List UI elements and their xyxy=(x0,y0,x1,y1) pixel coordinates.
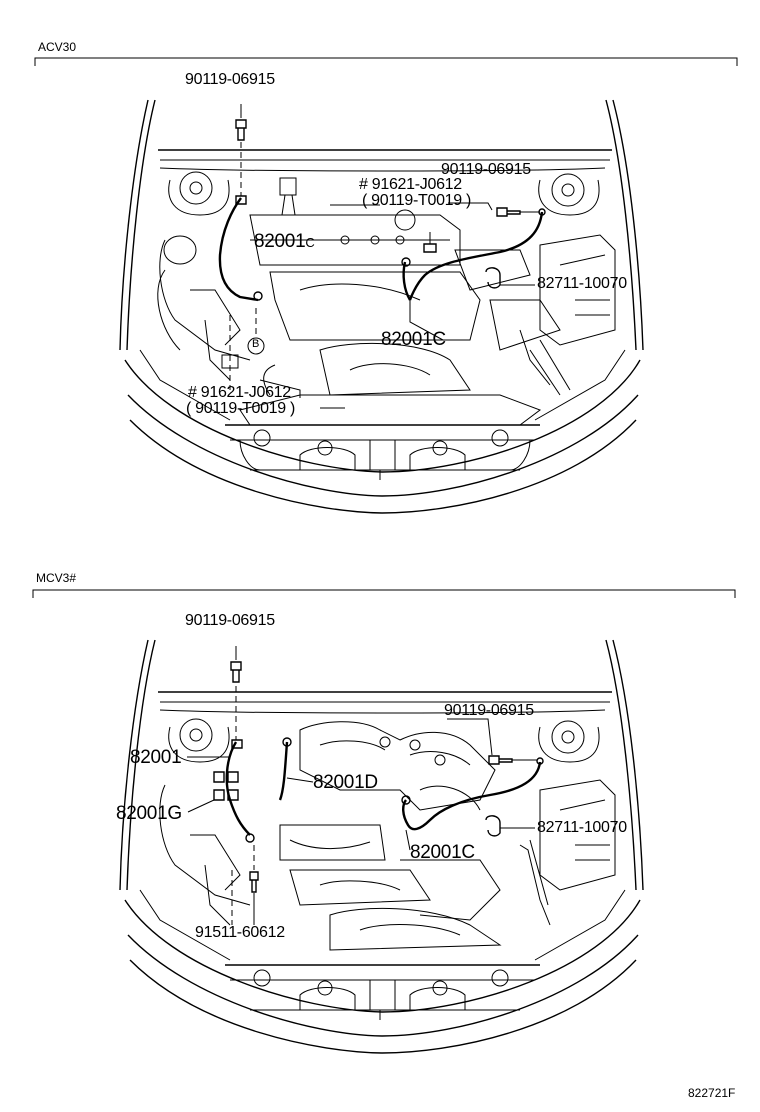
label-bolt-90119-06915-right-mcv: 90119-06915 xyxy=(444,702,534,719)
label-82001: 82001C xyxy=(254,231,315,252)
figure-code: 822721F xyxy=(688,1086,736,1100)
label-bolt-91511-60612: 91511-60612 xyxy=(195,924,285,941)
hood-left-edge xyxy=(126,99,156,351)
label-82001c: 82001C xyxy=(381,329,446,350)
label-bolt-90119-06915-top: 90119-06915 xyxy=(185,71,275,88)
label-clamp-82711-10070-mcv: 82711-10070 xyxy=(537,819,627,836)
label-bolt-90119-06915-right: 90119-06915 xyxy=(441,161,531,178)
label-82001g: 82001G xyxy=(116,803,182,824)
label-91621-j0612-upper: # 91621-J0612 xyxy=(359,176,462,193)
label-82001c-mcv: 82001C xyxy=(410,842,475,863)
circle-b-label: B xyxy=(252,338,260,350)
section-label-acv30: ACV30 xyxy=(38,40,77,54)
label-bolt-90119-06915-top-mcv: 90119-06915 xyxy=(185,612,275,629)
label-clamp-82711-10070: 82711-10070 xyxy=(537,275,627,292)
label-82001d: 82001D xyxy=(313,772,378,793)
section-label-mcv3: MCV3# xyxy=(36,571,77,585)
label-90119-t0019-upper: ( 90119-T0019 ) xyxy=(362,192,472,209)
label-82001-mcv: 82001 xyxy=(130,747,182,768)
label-91621-j0612-lower: # 91621-J0612 xyxy=(188,384,291,401)
label-90119-t0019-lower: ( 90119-T0019 ) xyxy=(186,400,296,417)
